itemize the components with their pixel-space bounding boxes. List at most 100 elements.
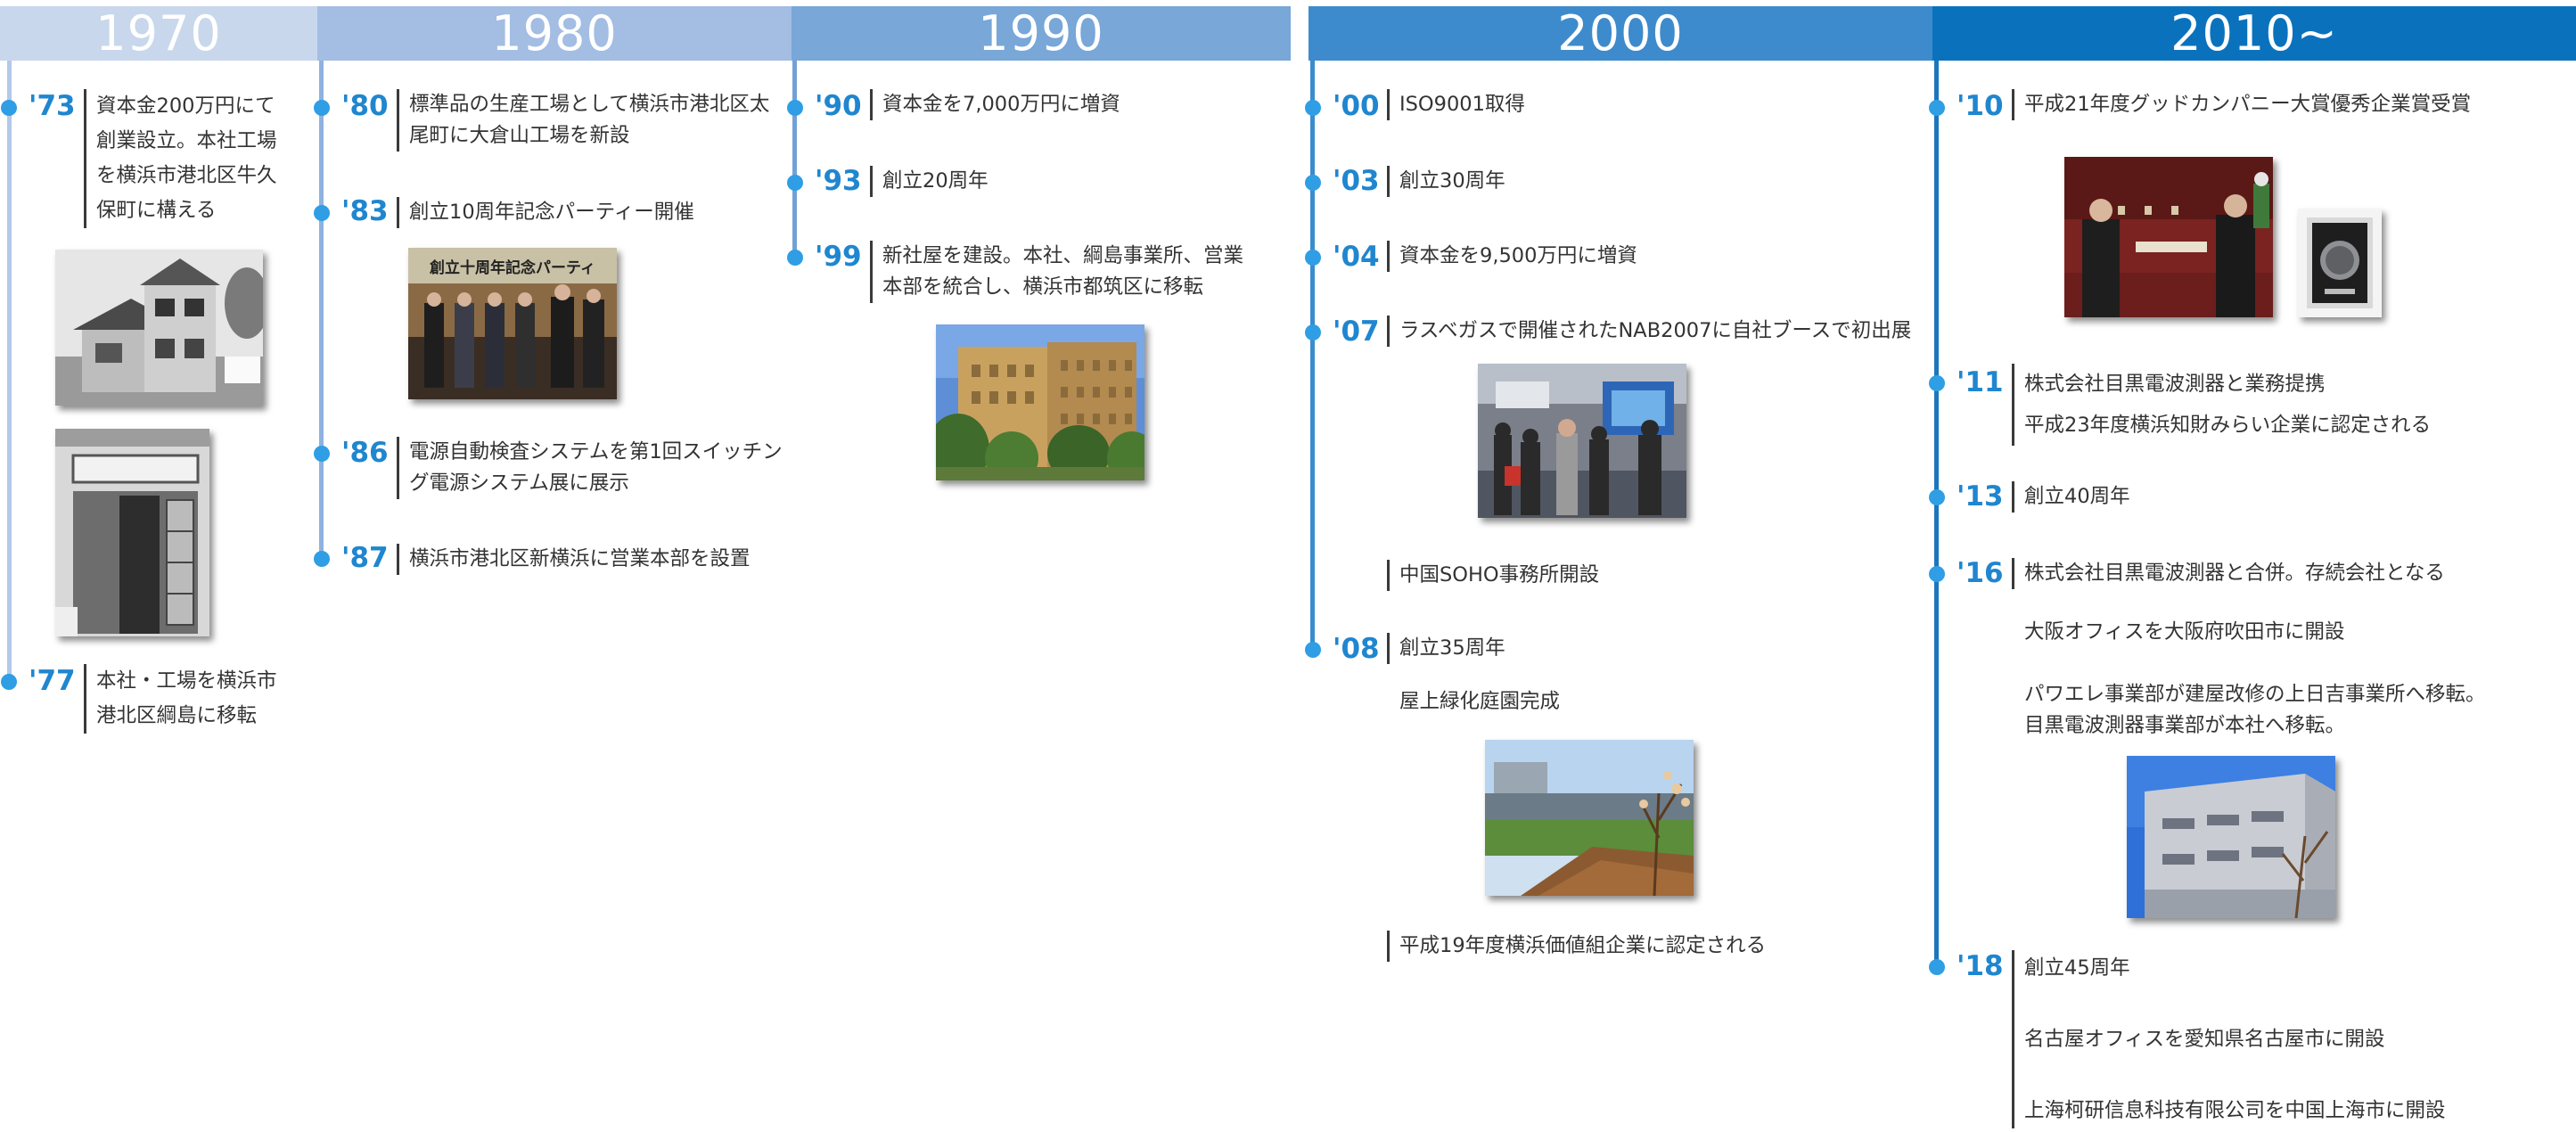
decade-header-1990: 1990: [792, 6, 1291, 61]
year-label-80: '80: [341, 90, 389, 122]
event-text: パワエレ事業部が建屋改修の上日吉事業所へ移転。: [2024, 683, 2486, 706]
photo-old-factory-house: [55, 250, 263, 406]
event-1986: 電源自動検査システムを第1回スイッチン グ電源システム展に展示: [397, 437, 783, 499]
event-2016-relocation: パワエレ事業部が建屋改修の上日吉事業所へ移転。 目黒電波測器事業部が本社へ移転。: [2012, 679, 2486, 742]
year-label-08: '08: [1333, 633, 1380, 665]
timeline-dot: [1305, 250, 1321, 266]
timeline-dot: [1929, 566, 1945, 582]
event-text: 資本金を7,000万円に増資: [882, 93, 1120, 116]
timeline-dot: [1, 674, 17, 690]
event-1973: 資本金200万円にて 創業設立。本社工場 を横浜市港北区牛久 保町に構える: [84, 89, 277, 228]
event-text: 創立10周年記念パーティー開催: [409, 201, 694, 224]
event-1987: 横浜市港北区新横浜に営業本部を設置: [397, 544, 751, 575]
decade-header-2000: 2000: [1309, 6, 1932, 61]
decade-label: 2010~: [2170, 4, 2338, 62]
decade-header-1980: 1980: [317, 6, 792, 61]
event-text: 創立40周年: [2024, 485, 2130, 508]
event-text: [2024, 986, 2446, 1021]
year-label-16: '16: [1957, 557, 2004, 589]
event-text: 創業設立。本社工場: [96, 129, 277, 152]
event-text: 尾町に大倉山工場を新設: [409, 124, 630, 147]
year-label-00: '00: [1333, 90, 1380, 122]
timeline-dot: [1929, 489, 1945, 505]
event-text: 株式会社目黒電波測器と合併。存続会社となる: [2024, 562, 2445, 585]
event-2011: 株式会社目黒電波測器と業務提携 平成23年度横浜知財みらい企業に認定される: [2012, 364, 2431, 446]
event-text: 名古屋オフィスを愛知県名古屋市に開設: [2024, 1028, 2385, 1051]
decade-header-1970: 1970: [0, 6, 317, 61]
event-text: グ電源システム展に展示: [409, 472, 629, 495]
event-text: 創立30周年: [1399, 169, 1505, 193]
photo-rooftop-garden: [1485, 740, 1694, 896]
event-2008-rooftop: 屋上緑化庭園完成: [1387, 686, 1560, 718]
timeline-dot: [1929, 375, 1945, 391]
event-2008-yokohama: 平成19年度横浜価値組企業に認定される: [1387, 931, 1766, 962]
event-2000: ISO9001取得: [1387, 89, 1525, 120]
timeline-dot: [1305, 175, 1321, 191]
event-2003: 創立30周年: [1387, 166, 1505, 197]
event-text: 本社・工場を横浜市: [96, 669, 277, 693]
timeline-dot: [1, 100, 17, 116]
photo-award-ceremony: [2064, 157, 2273, 317]
event-text: 標準品の生産工場として横浜市港北区太: [409, 93, 770, 116]
event-text: 港北区綱島に移転: [96, 704, 258, 727]
photo-hiyoshi-office: [2127, 756, 2335, 918]
event-1983: 創立10周年記念パーティー開催: [397, 197, 694, 228]
event-text: [2024, 1057, 2446, 1093]
event-text: 屋上緑化庭園完成: [1399, 690, 1561, 713]
event-2018: 創立45周年 名古屋オフィスを愛知県名古屋市に開設 上海柯研信息科技有限公司を中…: [2012, 950, 2446, 1128]
event-text: 株式会社目黒電波測器と業務提携: [2024, 373, 2326, 396]
photo-award-medal: [2298, 209, 2382, 317]
timeline-spine-1970: [7, 61, 12, 685]
event-text: 創立45周年: [2024, 956, 2130, 980]
timeline-dot: [787, 175, 803, 191]
year-label-99: '99: [815, 241, 862, 273]
event-text: 平成23年度横浜知財みらい企業に認定される: [2024, 414, 2432, 437]
event-text: 大阪オフィスを大阪府吹田市に開設: [2024, 620, 2345, 644]
timeline-spine-2000: [1310, 61, 1315, 651]
event-text: 平成19年度横浜価値組企業に認定される: [1399, 934, 1767, 957]
event-1977: 本社・工場を横浜市 港北区綱島に移転: [84, 664, 277, 734]
photo-nab2007-booth: [1478, 364, 1686, 518]
event-2004: 資本金を9,500万円に増資: [1387, 241, 1637, 272]
event-2008: 創立35周年: [1387, 633, 1505, 664]
year-label-07: '07: [1333, 316, 1380, 348]
event-text: 新社屋を建設。本社、綱島事業所、営業: [882, 244, 1244, 267]
photo-old-factory-door: [55, 429, 209, 636]
event-text: 電源自動検査システムを第1回スイッチン: [409, 440, 783, 463]
event-2016: 株式会社目黒電波測器と合併。存続会社となる: [2012, 558, 2445, 589]
timeline-dot: [787, 250, 803, 266]
year-label-83: '83: [341, 195, 389, 227]
event-text: 資本金200万円にて: [96, 94, 275, 118]
timeline-dot: [1305, 100, 1321, 116]
year-label-03: '03: [1333, 165, 1380, 197]
timeline-dot: [1929, 100, 1945, 116]
year-label-11: '11: [1957, 366, 2004, 398]
event-1993: 創立20周年: [870, 166, 989, 197]
year-label-73: '73: [29, 90, 76, 122]
photo-new-headquarters: [936, 324, 1144, 480]
event-text: 資本金を9,500万円に増資: [1399, 244, 1637, 267]
year-label-18: '18: [1957, 950, 2004, 982]
year-label-87: '87: [341, 542, 389, 574]
year-label-77: '77: [29, 665, 76, 697]
event-text: を横浜市港北区牛久: [96, 164, 277, 187]
year-label-86: '86: [341, 437, 389, 469]
event-text: 平成21年度グッドカンパニー大賞優秀企業賞受賞: [2024, 93, 2472, 116]
event-text: ラスベガスで開催されたNAB2007に自社ブースで初出展: [1399, 319, 1912, 342]
timeline-dot: [314, 100, 330, 116]
event-text: 創立20周年: [882, 169, 989, 193]
year-label-13: '13: [1957, 480, 2004, 513]
event-text: 目黒電波測器事業部が本社へ移転。: [2024, 714, 2346, 737]
decade-label: 1970: [95, 4, 222, 62]
event-1999: 新社屋を建設。本社、綱島事業所、営業 本部を統合し、横浜市都筑区に移転: [870, 241, 1243, 303]
event-text: 中国SOHO事務所開設: [1399, 563, 1600, 587]
timeline-dot: [314, 551, 330, 567]
year-label-04: '04: [1333, 241, 1380, 273]
event-1980: 標準品の生産工場として横浜市港北区太 尾町に大倉山工場を新設: [397, 89, 769, 152]
event-1990: 資本金を7,000万円に増資: [870, 89, 1120, 120]
event-2007-soho: 中国SOHO事務所開設: [1387, 560, 1599, 591]
decade-header-2010: 2010~: [1932, 6, 2576, 61]
timeline-dot: [1929, 959, 1945, 975]
event-text: 本部を統合し、横浜市都筑区に移転: [882, 275, 1204, 299]
event-text: 横浜市港北区新横浜に営業本部を設置: [409, 547, 751, 570]
